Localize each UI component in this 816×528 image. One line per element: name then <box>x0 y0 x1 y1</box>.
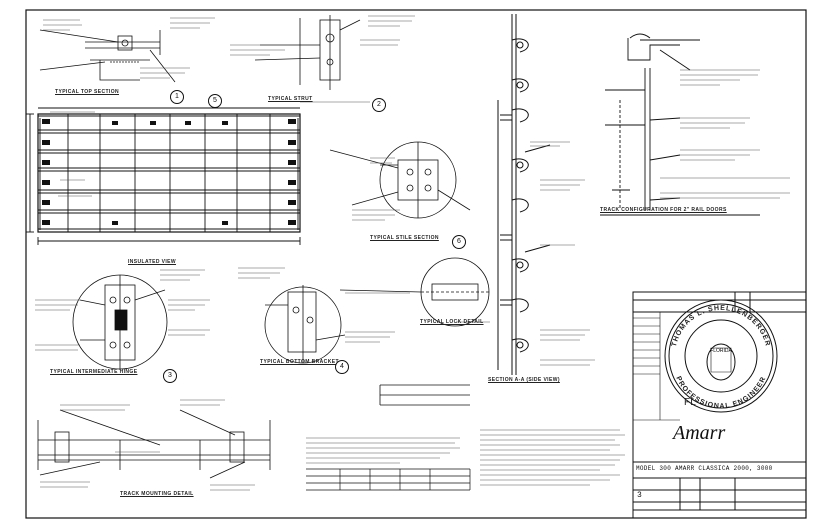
lock-detail-title: TYPICAL LOCK DETAIL <box>420 319 484 325</box>
section-a-title: SECTION A-A (SIDE VIEW) <box>488 377 560 383</box>
callout-3: 3 <box>163 369 177 383</box>
hinge-title: TYPICAL INTERMEDIATE HINGE <box>50 369 138 375</box>
sheet-number: 3 <box>637 491 642 500</box>
company-logo: Amarr <box>673 422 726 444</box>
fl-mark: FL <box>684 397 696 408</box>
callout-4: 4 <box>335 360 349 374</box>
bottom-bracket-detail <box>264 285 346 364</box>
strut-title: TYPICAL STRUT <box>268 96 313 102</box>
lock-detail <box>339 257 490 327</box>
stile-section-detail <box>329 141 471 219</box>
model-line: MODEL 300 AMARR CLASSICA 2000, 3000 <box>636 465 773 472</box>
stile-section-title: TYPICAL STILE SECTION <box>370 235 439 241</box>
door-elevation <box>26 107 301 245</box>
elevation-title: INSULATED VIEW <box>128 259 177 265</box>
title-block-notes <box>633 317 660 375</box>
title-block <box>632 291 807 519</box>
callout-5: 5 <box>208 94 222 108</box>
callout-2: 2 <box>372 98 386 112</box>
annotation-text-lines <box>35 15 790 491</box>
top-section-title: TYPICAL TOP SECTION <box>55 89 119 95</box>
callout-6: 6 <box>452 235 466 249</box>
mid-dimension-block <box>379 384 470 406</box>
track-config-title: TRACK CONFIGURATION FOR 2" RAIL DOORS <box>600 207 727 213</box>
track-mounting-title: TRACK MOUNTING DETAIL <box>120 491 194 497</box>
track-configuration <box>600 33 760 216</box>
engineer-seal <box>664 299 778 413</box>
hinge-detail <box>72 274 168 370</box>
top-section-detail <box>39 29 176 83</box>
bottom-bracket-title: TYPICAL BOTTOM BRACKET <box>260 359 339 365</box>
section-a-spine <box>497 14 551 375</box>
top-center-detail <box>254 15 361 90</box>
notes-table <box>306 468 471 491</box>
track-mounting-detail <box>37 409 271 479</box>
callout-1: 1 <box>170 90 184 104</box>
